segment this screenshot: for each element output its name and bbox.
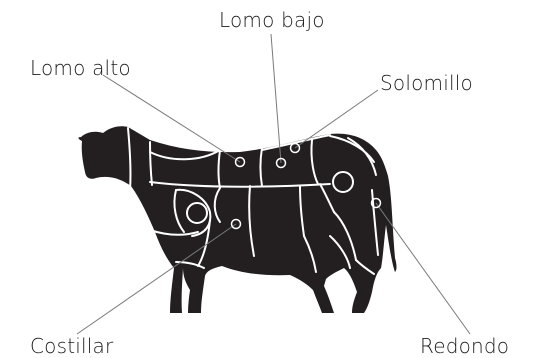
leader-line-costillar: [77, 224, 236, 334]
label-costillar: Costillar: [30, 336, 113, 356]
label-lomo-bajo: Lomo bajo: [219, 10, 325, 30]
leader-line-lomo-bajo: [271, 34, 281, 163]
label-redondo: Redondo: [420, 336, 509, 356]
leader-line-redondo: [376, 203, 470, 334]
label-solomillo: Solomillo: [380, 73, 473, 93]
label-lomo-alto: Lomo alto: [30, 58, 131, 78]
